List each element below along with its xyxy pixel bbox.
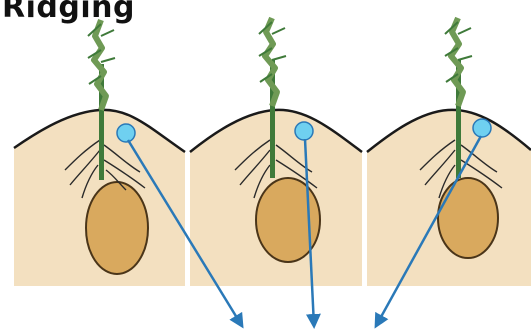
panel-1 (14, 20, 185, 286)
new-tuber-icon (473, 119, 491, 137)
new-tuber-icon (117, 124, 135, 142)
panel-3 (367, 18, 531, 286)
panel-2 (190, 18, 362, 286)
tuber-icon (438, 178, 498, 258)
tuber-icon (86, 182, 148, 274)
new-tuber-icon (295, 122, 313, 140)
